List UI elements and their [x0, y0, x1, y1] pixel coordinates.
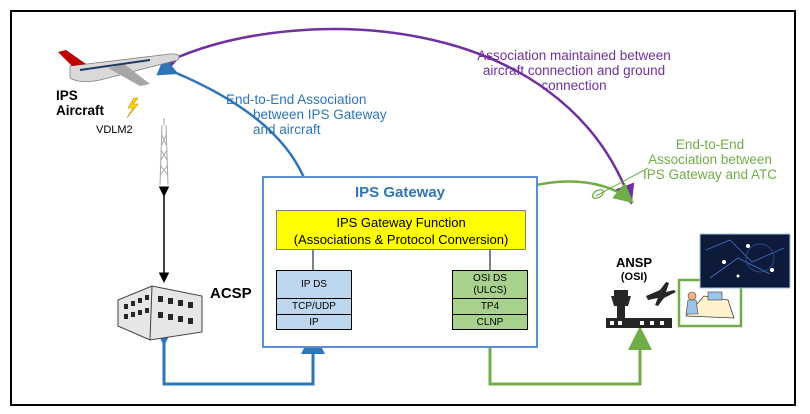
building-icon — [117, 285, 203, 341]
radar-screen-icon — [699, 233, 791, 289]
association-ground-line-1: Association maintained between — [477, 48, 671, 63]
association-ground-line-3: connection — [541, 78, 607, 94]
gateway-function-line-2: (Associations & Protocol Conversion) — [293, 232, 509, 247]
tcp-udp-layer: TCP/UDP — [277, 299, 351, 315]
ips-aircraft-line-2: Aircraft — [56, 103, 105, 119]
e2e-aircraft-line-3: and aircraft — [253, 122, 321, 138]
gateway-connectors — [312, 250, 491, 270]
ips-gateway-box: IPS Gateway IPS Gateway Function (Associ… — [262, 176, 538, 348]
ansp-subtitle: (OSI) — [620, 270, 648, 283]
lightning-icon — [126, 97, 139, 119]
ansp-label: ANSP (OSI) — [614, 255, 654, 283]
vdlm2-label: VDLM2 — [96, 124, 133, 136]
e2e-aircraft-label: End-to-End Association between IPS Gatew… — [226, 92, 396, 137]
tp4-layer: TP4 — [453, 299, 527, 315]
ip-ds-layer: IP DS — [277, 271, 351, 299]
atc-leader-ring — [591, 189, 605, 199]
ip-protocol-stack: IP DS TCP/UDP IP — [276, 270, 352, 330]
osi-ds-layer: OSI DS (ULCS) — [453, 271, 527, 299]
e2e-aircraft-line-2: between IPS Gateway — [253, 107, 387, 123]
association-arc-purple — [158, 27, 635, 205]
ips-aircraft-line-1: IPS — [56, 88, 78, 103]
ip-layer: IP — [309, 316, 319, 328]
radio-tower-icon — [159, 118, 169, 186]
e2e-atc-line-3: IPS Gateway and ATC — [642, 167, 778, 183]
ips-aircraft-label: IPS Aircraft — [56, 88, 104, 118]
diagram-frame — [10, 10, 796, 406]
aircraft-icon — [58, 50, 180, 86]
e2e-aircraft-line-1: End-to-End Association — [226, 92, 367, 107]
ips-gateway-title: IPS Gateway — [354, 184, 446, 201]
e2e-atc-label: End-to-End Association between IPS Gatew… — [630, 137, 790, 182]
association-ground-line-2: aircraft connection and ground — [482, 63, 666, 79]
ips-gateway-function: IPS Gateway Function (Associations & Pro… — [276, 210, 526, 250]
atc-leader-line — [595, 167, 649, 197]
acsp-ip-link — [152, 322, 325, 386]
ansp-title: ANSP — [615, 255, 653, 270]
osi-protocol-stack: OSI DS (ULCS) TP4 CLNP — [452, 270, 528, 330]
clnp-layer: CLNP — [476, 316, 504, 328]
e2e-atc-line-1: End-to-End — [675, 137, 745, 152]
control-tower-icon — [606, 290, 672, 328]
osi-ds-line-1: OSI DS — [473, 272, 507, 284]
osi-ansp-link — [478, 318, 652, 386]
gateway-function-line-1: IPS Gateway Function — [336, 215, 466, 230]
osi-ds-line-2: (ULCS) — [473, 284, 507, 296]
e2e-atc-line-2: Association between — [648, 152, 772, 168]
association-ground-label: Association maintained between aircraft … — [454, 48, 694, 93]
acsp-label: ACSP — [210, 285, 252, 302]
airplane-icon — [646, 282, 676, 306]
